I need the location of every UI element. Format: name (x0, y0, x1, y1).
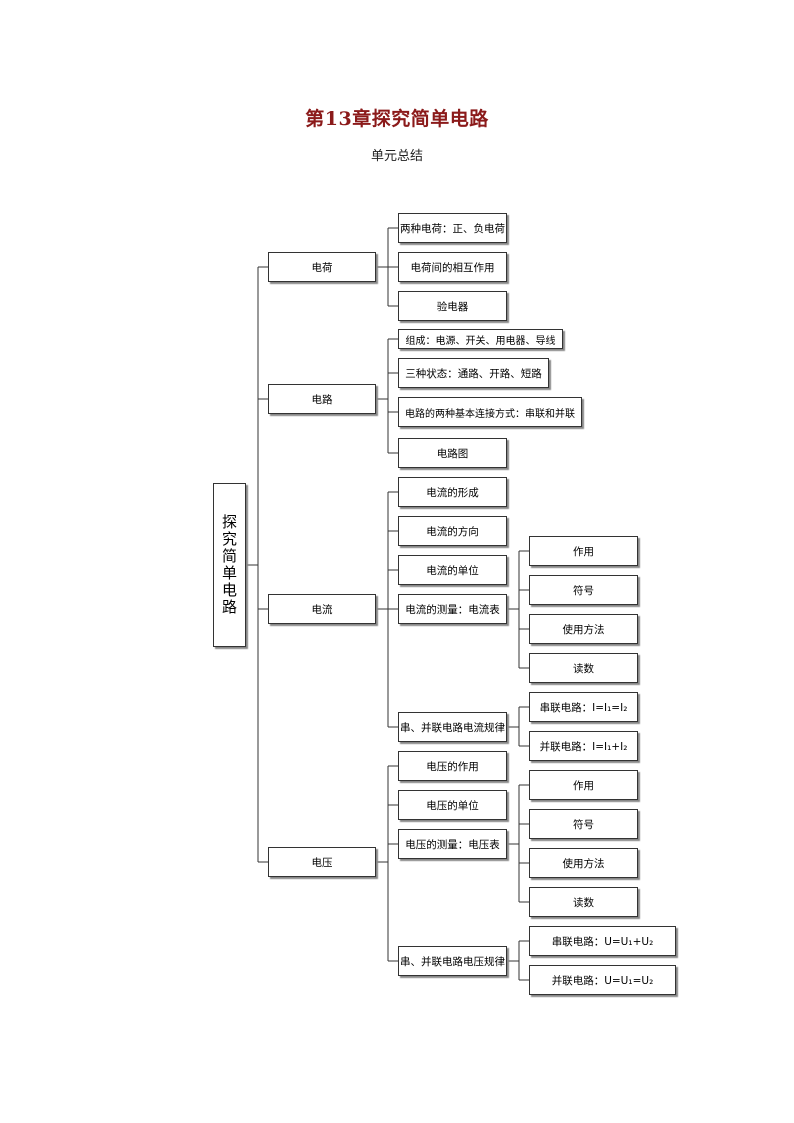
node-current-measure-item: 使用方法 (529, 614, 638, 644)
page-title: 第13章探究简单电路 (305, 108, 489, 130)
connector-voltage-measure (507, 784, 529, 903)
node-current-law-item: 并联电路：I=I₁+I₂ (529, 731, 638, 761)
connector-voltage (376, 765, 398, 962)
connector-current-measure (507, 550, 529, 669)
node-circuit-item: 电路图 (398, 438, 507, 468)
node-voltage-measure-item: 读数 (529, 887, 638, 917)
node-charge-item: 验电器 (398, 291, 507, 321)
node-current-item: 电流的测量：电流表 (398, 594, 507, 624)
node-current-item: 电流的形成 (398, 477, 507, 507)
node-current-measure-item: 作用 (529, 536, 638, 566)
node-charge: 电荷 (268, 252, 376, 282)
root-node: 探究简单电路 (213, 483, 246, 647)
node-voltage-item: 串、并联电路电压规律 (398, 946, 507, 976)
node-circuit: 电路 (268, 384, 376, 414)
node-voltage: 电压 (268, 847, 376, 877)
node-voltage-item: 电压的作用 (398, 751, 507, 781)
node-circuit-item: 电路的两种基本连接方式：串联和并联 (398, 397, 582, 427)
connector-circuit (376, 338, 398, 454)
connector-root (246, 266, 268, 863)
connector-charge (376, 227, 398, 307)
node-voltage-measure-item: 作用 (529, 770, 638, 800)
node-voltage-item: 电压的单位 (398, 790, 507, 820)
node-current-measure-item: 符号 (529, 575, 638, 605)
node-charge-item: 电荷间的相互作用 (398, 252, 507, 282)
connector-current-law (507, 706, 529, 747)
page-subtitle: 单元总结 (370, 149, 423, 164)
node-current-law-item: 串联电路：I=I₁=I₂ (529, 692, 638, 722)
node-current-item: 电流的单位 (398, 555, 507, 585)
node-circuit-item: 组成：电源、开关、用电器、导线 (398, 329, 563, 349)
node-current-item: 串、并联电路电流规律 (398, 712, 507, 742)
connector-voltage-law (507, 940, 529, 981)
node-voltage-item: 电压的测量：电压表 (398, 829, 507, 859)
node-current: 电流 (268, 594, 376, 624)
node-voltage-law-item: 串联电路：U=U₁+U₂ (529, 926, 676, 956)
node-current-item: 电流的方向 (398, 516, 507, 546)
node-circuit-item: 三种状态：通路、开路、短路 (398, 358, 549, 388)
node-voltage-law-item: 并联电路：U=U₁=U₂ (529, 965, 676, 995)
node-charge-item: 两种电荷：正、负电荷 (398, 213, 507, 243)
node-voltage-measure-item: 符号 (529, 809, 638, 839)
node-current-measure-item: 读数 (529, 653, 638, 683)
connector-current (376, 491, 398, 728)
node-voltage-measure-item: 使用方法 (529, 848, 638, 878)
